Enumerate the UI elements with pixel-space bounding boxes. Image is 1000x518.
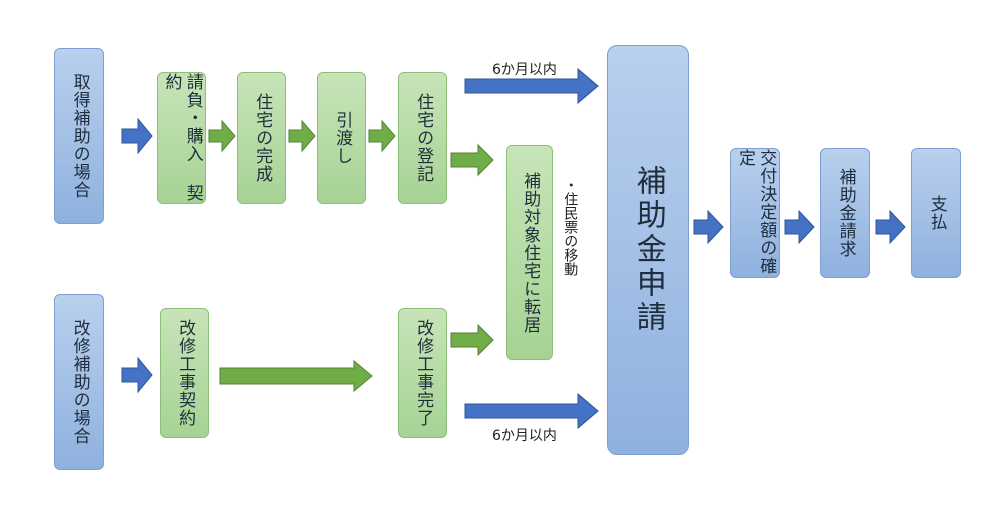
arrow-acq-to-application — [464, 67, 599, 105]
arrow-claim-to-payment — [875, 209, 906, 245]
house-completion-box: 住宅の完成 — [237, 72, 286, 204]
renovation-contract-label: 改修工事契約 — [175, 319, 196, 427]
renovation-case-label: 改修補助の場合 — [69, 319, 90, 445]
resident-record-note: ・住民票の移動 — [562, 178, 579, 276]
arrow-acq-1 — [208, 119, 236, 153]
arrow-acq-start — [121, 117, 153, 155]
registration-box: 住宅の登記 — [398, 72, 447, 204]
acquisition-case-box: 取得補助の場合 — [54, 48, 104, 224]
arrow-app-to-confirm — [693, 209, 724, 245]
renovation-completion-box: 改修工事完了 — [398, 308, 447, 438]
subsidy-claim-label: 補助金請求 — [835, 168, 856, 258]
arrow-acq-3 — [368, 119, 396, 153]
arrow-ren-start — [121, 356, 153, 394]
grant-confirmation-box: 交付決定額の確定 — [730, 148, 780, 278]
handover-box: 引渡し — [317, 72, 366, 204]
acquisition-contract-label: 請負・購入 契約 — [161, 73, 203, 202]
grant-confirmation-label: 交付決定額の確定 — [735, 149, 777, 275]
subsidy-application-label: 補助金申請 — [630, 165, 666, 335]
renovation-contract-box: 改修工事契約 — [160, 308, 209, 438]
deadline-bottom-label: 6か月以内 — [492, 428, 557, 444]
renovation-completion-label: 改修工事完了 — [413, 319, 434, 427]
deadline-top-label: 6か月以内 — [492, 62, 557, 78]
arrow-reg-to-relocation — [450, 143, 494, 177]
arrow-confirm-to-claim — [784, 209, 815, 245]
arrow-ren-to-application — [464, 392, 599, 430]
acquisition-contract-box: 請負・購入 契約 — [157, 72, 206, 204]
arrow-ren-to-relocation — [450, 323, 494, 357]
relocation-label: 補助対象住宅に転居 — [520, 171, 541, 334]
registration-label: 住宅の登記 — [413, 93, 434, 183]
handover-label: 引渡し — [332, 111, 353, 165]
arrow-acq-2 — [288, 119, 316, 153]
relocation-box: 補助対象住宅に転居 — [506, 145, 553, 360]
house-completion-label: 住宅の完成 — [252, 93, 273, 183]
renovation-case-box: 改修補助の場合 — [54, 294, 104, 470]
arrow-ren-long — [219, 359, 373, 393]
subsidy-claim-box: 補助金請求 — [820, 148, 870, 278]
acquisition-case-label: 取得補助の場合 — [69, 73, 90, 199]
payment-box: 支払 — [911, 148, 961, 278]
subsidy-application-box: 補助金申請 — [607, 45, 689, 455]
payment-label: 支払 — [926, 195, 947, 231]
